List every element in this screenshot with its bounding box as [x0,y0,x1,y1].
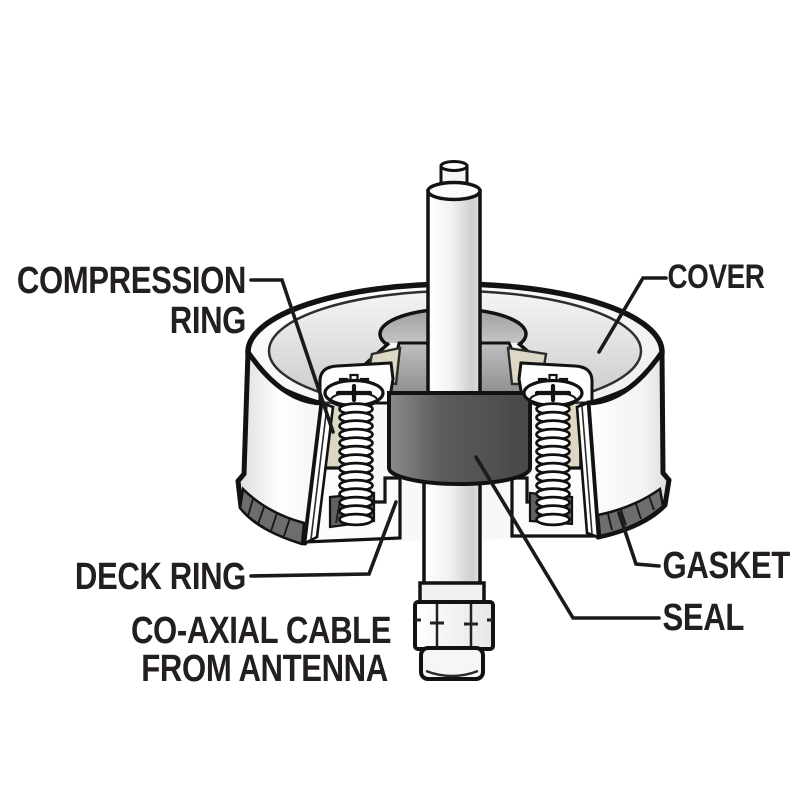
label-deck-ring: DECK RING [75,556,246,598]
cover-wall-left [235,349,335,546]
cable-body-upper [426,189,482,397]
seal-body [387,391,532,486]
cover-wall-right-cut-line [581,405,593,535]
inner-conductor-top [439,160,469,172]
leader-gasket [617,511,661,568]
hex-knurl-ticks [415,618,493,626]
leader-seal [474,455,661,620]
screw-left-phillips-cross [335,383,373,403]
cover-wall-left-cut-line [310,405,328,540]
cable-top-face [426,180,482,202]
label-compression-ring-line2: RING [170,300,246,342]
coax-connector [413,581,495,681]
leader-cover [597,276,668,354]
screw-right [522,373,584,527]
label-seal: SEAL [663,597,745,639]
connector-hex-nut [413,600,495,651]
coax-cable-upper [426,160,482,397]
gasket-band-right [596,486,665,538]
connector-barrel-bottom-line [425,669,479,678]
label-coax-cable-line2: FROM ANTENNA [141,648,388,690]
gasket-band-right-hatch [607,495,655,531]
screw-right-thread [535,402,571,527]
screw-left [323,373,385,527]
gasket-band-left-hatch [247,498,291,537]
screw-left-thread [338,402,374,527]
connector-barrel [419,646,485,681]
leader-lines [249,276,668,620]
seal-part [387,391,532,486]
label-gasket: GASKET [663,545,791,587]
gasket-band-left [238,486,306,546]
coax-cable-lower [422,476,482,590]
cover-wall-right [575,349,672,540]
leader-deck-ring [249,500,398,578]
screw-right-phillips-cross [534,383,572,403]
label-cover: COVER [667,257,764,295]
label-coax-cable-line1: CO-AXIAL CABLE [131,610,391,652]
label-compression-ring-line1: COMPRESSION [17,260,246,302]
cable-body-lower [422,476,482,590]
labels: COMPRESSION RING COVER DECK RING CO-AXIA… [17,257,791,690]
leader-compression-ring [249,278,335,434]
